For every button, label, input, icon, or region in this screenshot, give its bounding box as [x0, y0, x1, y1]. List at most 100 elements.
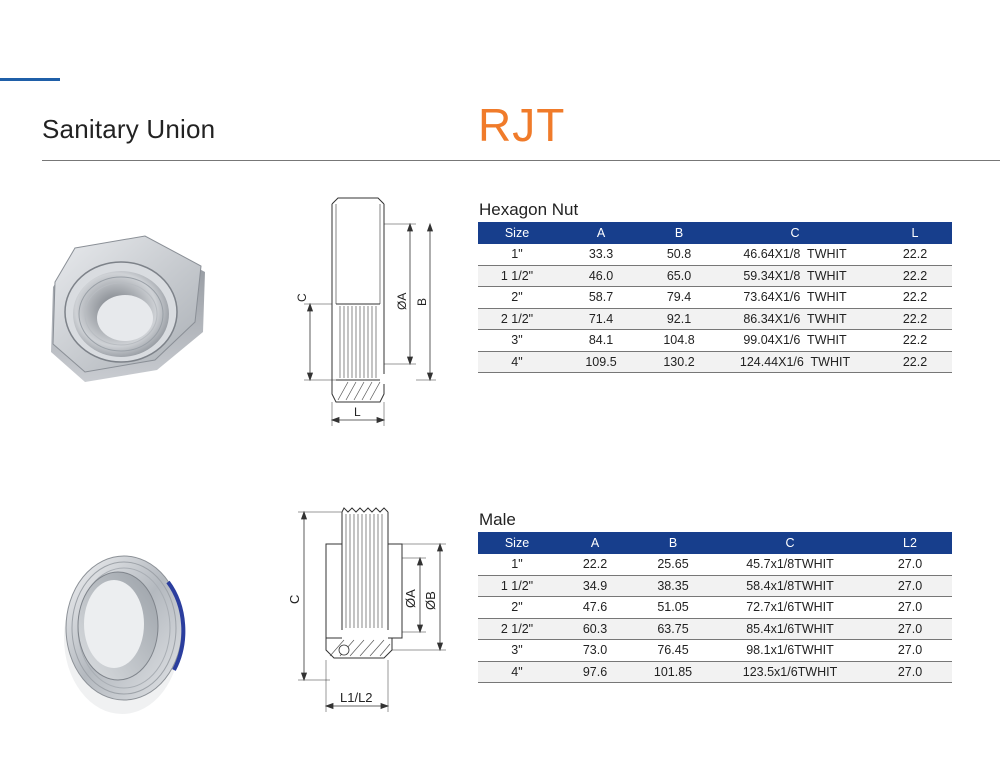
male-title: Male: [479, 510, 516, 529]
cell-a: 22.2: [556, 554, 634, 576]
cell-c: 45.7x1/8TWHIT: [712, 554, 868, 576]
table-row: 1 1/2" 34.9 38.35 58.4x1/8TWHIT 27.0: [478, 575, 952, 597]
cell-c: 123.5x1/6TWHIT: [712, 661, 868, 683]
table-row: 2 1/2" 60.3 63.75 85.4x1/6TWHIT 27.0: [478, 618, 952, 640]
table-row: 2" 58.7 79.4 73.64X1/6 TWHIT 22.2: [478, 286, 952, 309]
dim-label-b: B: [415, 298, 429, 306]
cell-b: 65.0: [646, 265, 712, 287]
model-code: RJT: [478, 99, 566, 151]
cell-b: 51.05: [634, 596, 712, 619]
cell-size: 4": [478, 351, 556, 373]
dim-label-a: ØA: [403, 589, 418, 608]
cell-l2: 27.0: [868, 639, 952, 662]
cell-l: 22.2: [878, 351, 952, 373]
cell-c: 124.44X1/6 TWHIT: [712, 351, 878, 373]
cell-b: 104.8: [646, 329, 712, 352]
cell-l2: 27.0: [868, 596, 952, 619]
table-row: 1 1/2" 46.0 65.0 59.34X1/8 TWHIT 22.2: [478, 265, 952, 287]
cell-b: 101.85: [634, 661, 712, 683]
cell-l2: 27.0: [868, 618, 952, 640]
hexagon-nut-drawing: C ØA B L: [295, 197, 436, 426]
cell-l: 22.2: [878, 286, 952, 309]
cell-a: 46.0: [556, 265, 646, 287]
hexagon-nut-title: Hexagon Nut: [479, 200, 579, 219]
cell-b: 50.8: [646, 244, 712, 266]
cell-size: 3": [478, 639, 556, 662]
cell-a: 73.0: [556, 639, 634, 662]
column-header: C: [712, 222, 878, 244]
table-row: 1" 33.3 50.8 46.64X1/8 TWHIT 22.2: [478, 244, 952, 266]
cell-b: 38.35: [634, 575, 712, 597]
cell-b: 79.4: [646, 286, 712, 309]
cell-b: 63.75: [634, 618, 712, 640]
cell-size: 4": [478, 661, 556, 683]
cell-l: 22.2: [878, 329, 952, 352]
male-ferrule-drawing: C ØA ØB L1/L2: [287, 507, 446, 712]
dim-label-c: C: [287, 595, 302, 604]
cell-c: 86.34X1/6 TWHIT: [712, 308, 878, 330]
dim-label-l: L: [354, 405, 361, 419]
cell-c: 46.64X1/8 TWHIT: [712, 244, 878, 266]
column-header: Size: [478, 532, 556, 554]
cell-c: 58.4x1/8TWHIT: [712, 575, 868, 597]
hexagon-nut-photo: [51, 235, 205, 382]
cell-c: 98.1x1/6TWHIT: [712, 639, 868, 662]
cell-a: 58.7: [556, 286, 646, 309]
cell-a: 97.6: [556, 661, 634, 683]
table-row: 3" 84.1 104.8 99.04X1/6 TWHIT 22.2: [478, 329, 952, 352]
column-header: C: [712, 532, 868, 554]
dim-label-l: L1/L2: [340, 690, 373, 705]
cell-b: 92.1: [646, 308, 712, 330]
dim-label-b: ØB: [423, 591, 438, 610]
male-table: Size A B C L2 1" 22.2 25.65 45.7x1/8TWHI…: [478, 532, 952, 683]
cell-size: 2": [478, 596, 556, 619]
cell-size: 1 1/2": [478, 265, 556, 287]
column-header: B: [634, 532, 712, 554]
cell-c: 85.4x1/6TWHIT: [712, 618, 868, 640]
column-header: B: [646, 222, 712, 244]
cell-c: 59.34X1/8 TWHIT: [712, 265, 878, 287]
cell-a: 34.9: [556, 575, 634, 597]
header-rule: [42, 160, 1000, 161]
table-row: 2 1/2" 71.4 92.1 86.34X1/6 TWHIT 22.2: [478, 308, 952, 330]
cell-size: 1": [478, 554, 556, 576]
page-title: Sanitary Union: [42, 114, 216, 144]
cell-size: 1 1/2": [478, 575, 556, 597]
table-row: 3" 73.0 76.45 98.1x1/6TWHIT 27.0: [478, 639, 952, 662]
cell-l2: 27.0: [868, 661, 952, 683]
hexagon-nut-table: Size A B C L 1" 33.3 50.8 46.64X1/8 TWHI…: [478, 222, 952, 373]
column-header: L: [878, 222, 952, 244]
cell-b: 130.2: [646, 351, 712, 373]
table-header-row: Size A B C L: [478, 222, 952, 244]
cell-size: 1": [478, 244, 556, 266]
cell-l2: 27.0: [868, 554, 952, 576]
cell-a: 71.4: [556, 308, 646, 330]
cell-l: 22.2: [878, 244, 952, 266]
cell-l: 22.2: [878, 308, 952, 330]
cell-a: 84.1: [556, 329, 646, 352]
column-header: Size: [478, 222, 556, 244]
accent-bar: [0, 78, 60, 81]
cell-c: 73.64X1/6 TWHIT: [712, 286, 878, 309]
table-row: 1" 22.2 25.65 45.7x1/8TWHIT 27.0: [478, 554, 952, 576]
male-ferrule-photo: [64, 555, 186, 714]
table-row: 4" 97.6 101.85 123.5x1/6TWHIT 27.0: [478, 661, 952, 683]
cell-size: 3": [478, 329, 556, 352]
table-row: 4" 109.5 130.2 124.44X1/6 TWHIT 22.2: [478, 351, 952, 373]
dim-label-a: ØA: [395, 293, 409, 310]
cell-a: 47.6: [556, 596, 634, 619]
cell-b: 25.65: [634, 554, 712, 576]
table-header-row: Size A B C L2: [478, 532, 952, 554]
cell-size: 2 1/2": [478, 308, 556, 330]
dim-label-c: C: [295, 293, 309, 302]
column-header: L2: [868, 532, 952, 554]
cell-c: 99.04X1/6 TWHIT: [712, 329, 878, 352]
column-header: A: [556, 532, 634, 554]
cell-size: 2 1/2": [478, 618, 556, 640]
column-header: A: [556, 222, 646, 244]
table-row: 2" 47.6 51.05 72.7x1/6TWHIT 27.0: [478, 596, 952, 619]
cell-a: 33.3: [556, 244, 646, 266]
cell-l2: 27.0: [868, 575, 952, 597]
cell-l: 22.2: [878, 265, 952, 287]
cell-size: 2": [478, 286, 556, 309]
